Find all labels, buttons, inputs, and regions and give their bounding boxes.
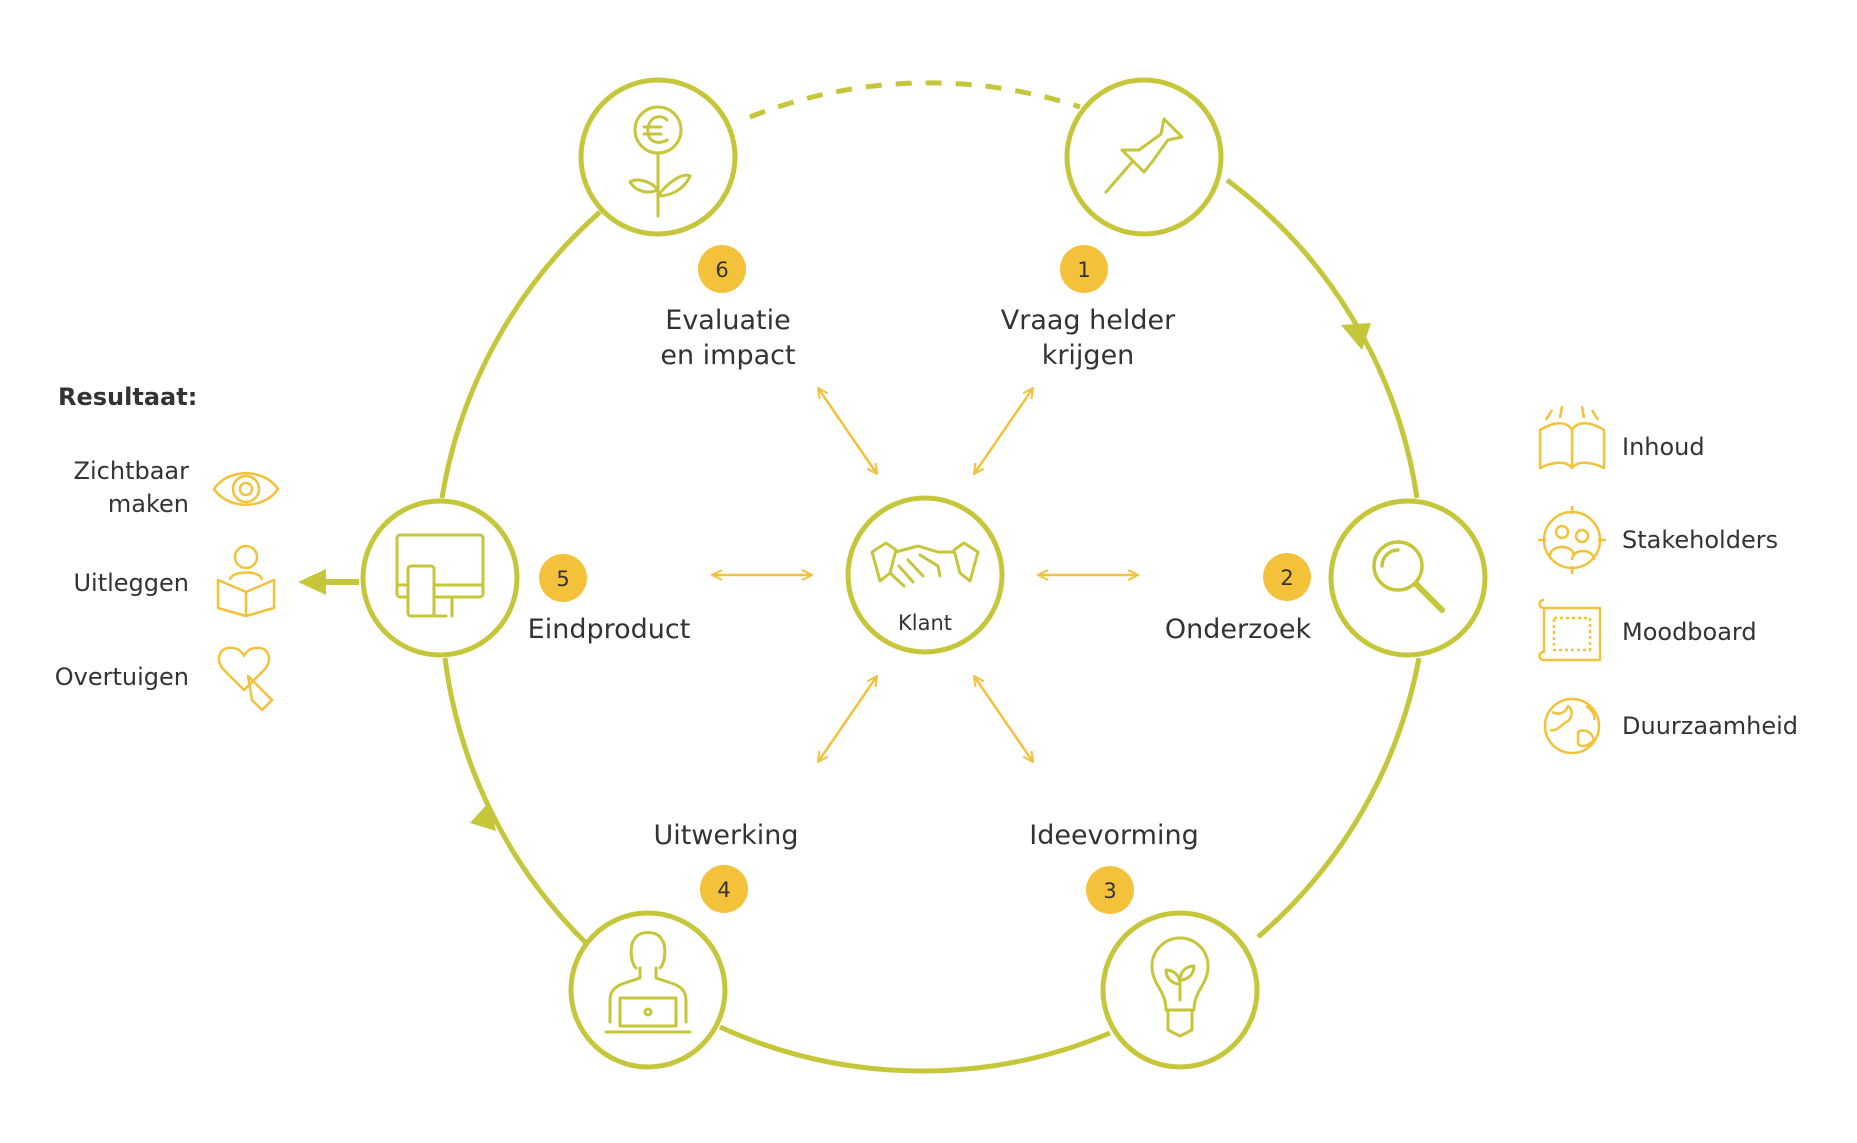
step-node-3 <box>1100 910 1260 1070</box>
step-label-1-line-1: Vraag helder <box>1001 305 1176 336</box>
magnifier-icon <box>1372 540 1445 613</box>
handshake-icon <box>870 541 980 588</box>
step-badge-2: 2 <box>1263 553 1311 601</box>
eye-icon <box>212 472 280 506</box>
step-node-5 <box>360 498 520 658</box>
step-badge-6: 6 <box>698 245 746 293</box>
result-label-2: Uitleggen <box>73 569 189 597</box>
pushpin-icon <box>1104 117 1184 194</box>
step-node-1 <box>1064 77 1224 237</box>
legend-label-2: Stakeholders <box>1622 526 1778 554</box>
book-icon <box>1538 405 1606 470</box>
ring-arc-2-3 <box>1256 657 1422 939</box>
step-badge-4: 4 <box>700 865 748 913</box>
heart-hand-icon <box>217 646 274 712</box>
step-label-1-line-2: krijgen <box>1042 340 1135 371</box>
person-laptop-icon <box>604 931 692 1034</box>
connector-to-3 <box>974 676 1033 762</box>
euro-plant-icon <box>628 105 692 218</box>
ring-arrowhead-right <box>1341 323 1371 350</box>
result-label-1-line-2: maken <box>108 490 189 518</box>
svg-text:4: 4 <box>717 878 730 902</box>
connector-to-1 <box>974 388 1033 474</box>
globe-icon <box>1543 697 1601 755</box>
step-node-4 <box>568 910 728 1070</box>
step-badge-5: 5 <box>539 554 587 602</box>
legend-label-3: Moodboard <box>1622 618 1757 646</box>
connector-to-6 <box>818 388 877 474</box>
center-connectors <box>712 388 1138 762</box>
lightbulb-icon <box>1150 936 1210 1038</box>
center-label: Klant <box>898 611 952 635</box>
ring-arc-4-5 <box>442 657 590 947</box>
legend: Inhoud Stakeholders Moodboard Duurzaamhe… <box>1538 405 1798 755</box>
ring-arc-3-4 <box>718 1024 1111 1074</box>
reader-icon <box>216 544 276 618</box>
step-badge-1: 1 <box>1060 245 1108 293</box>
people-target-icon <box>1538 506 1606 574</box>
cycle-ring <box>439 80 1422 1074</box>
step-label-6-line-2: en impact <box>660 340 795 371</box>
ring-arc-5-6 <box>439 210 602 499</box>
svg-text:5: 5 <box>556 567 569 591</box>
step-label-3: Ideevorming <box>1029 820 1199 851</box>
step-node-2 <box>1328 498 1488 658</box>
svg-text:6: 6 <box>715 258 728 282</box>
svg-text:2: 2 <box>1280 566 1293 590</box>
step-label-5: Eindproduct <box>528 614 691 645</box>
svg-text:3: 3 <box>1103 879 1116 903</box>
legend-label-1: Inhoud <box>1622 433 1705 461</box>
svg-text:1: 1 <box>1077 258 1090 282</box>
step-label-6-line-1: Evaluatie <box>665 305 790 336</box>
connector-to-4 <box>818 676 877 762</box>
result-label-3: Overtuigen <box>55 663 189 691</box>
step-badge-3: 3 <box>1086 866 1134 914</box>
step-label-2: Onderzoek <box>1165 614 1312 645</box>
legend-label-4: Duurzaamheid <box>1622 712 1798 740</box>
ring-arc-6-1-dashed <box>749 80 1081 120</box>
output-arrow <box>298 569 359 595</box>
results-title: Resultaat: <box>58 383 197 411</box>
result-label-1-line-1: Zichtbaar <box>74 457 190 485</box>
devices-icon <box>395 533 485 618</box>
step-label-4: Uitwerking <box>653 820 798 851</box>
step-node-6 <box>578 77 738 237</box>
ring-arrowhead-left <box>470 802 496 831</box>
ring-arc-1-2 <box>1225 177 1420 499</box>
results-panel: Resultaat: Zichtbaar maken Uitleggen Ove… <box>55 383 280 712</box>
blueprint-icon <box>1538 598 1602 662</box>
center-node: Klant <box>845 495 1005 655</box>
